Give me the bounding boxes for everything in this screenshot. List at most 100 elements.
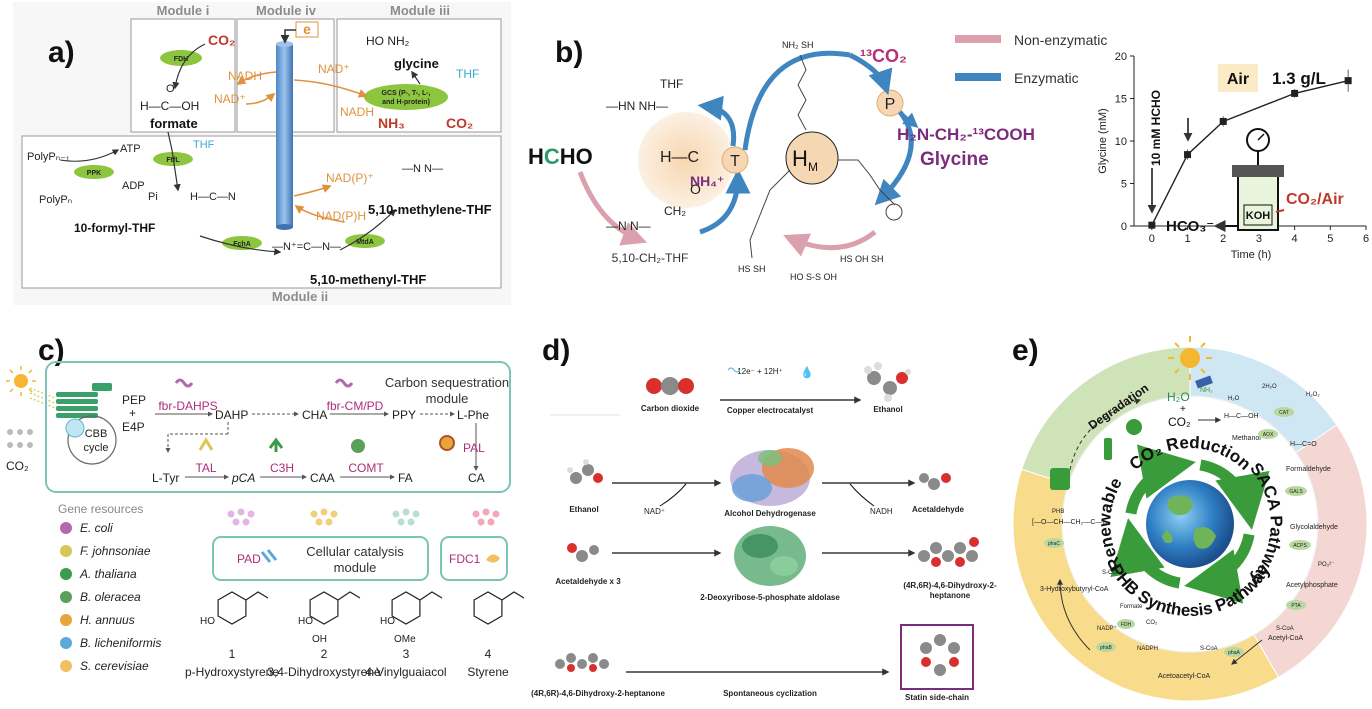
electrons-label: 12e⁻ + 12H⁺ — [737, 367, 783, 376]
fa-label: FA — [398, 471, 413, 485]
gene-icon — [60, 568, 72, 580]
gcs-label-1: GCS (P-, T-, L-, — [382, 90, 431, 97]
benzene-ring — [309, 591, 339, 625]
lphe-label: L-Phe — [457, 408, 489, 422]
heptanone-molecule-icon-2 — [555, 653, 609, 672]
chart-series — [1148, 69, 1352, 229]
co2-to-p-arrow — [848, 52, 893, 96]
h2o2-label: 2H₂O — [1262, 384, 1277, 390]
fbr-cm-label: fbr-CM/PD — [327, 399, 384, 413]
pta-label: PTA — [1291, 603, 1301, 609]
thaliana-icon — [268, 437, 284, 452]
product-label-1: (4R,6R)-4,6-Dihydroxy-2- — [903, 581, 997, 590]
air-label: Air — [1227, 71, 1249, 88]
product-dot — [492, 510, 500, 518]
co2-13-label: ¹³CO₂ — [860, 46, 907, 66]
pta-enzyme — [1286, 600, 1306, 610]
ethanol-label-2: Ethanol — [569, 505, 598, 514]
nadp-label-e: NADP⁺ — [1097, 625, 1117, 632]
legend-non-enzymatic: Non-enzymatic — [1014, 32, 1107, 48]
aox-label: AOX — [1263, 432, 1274, 438]
thf-glow — [638, 112, 734, 208]
pi-label: Pi — [148, 191, 158, 203]
formate-label-e: Formate — [1120, 604, 1143, 610]
hcho-o: HO — [560, 144, 593, 169]
panel-a-letter: a) — [48, 36, 75, 69]
dtt-ox: HO S-S OH — [790, 272, 837, 282]
cycle-arrow — [1110, 518, 1181, 589]
oh-group: OH — [312, 634, 327, 645]
cellular-catalysis-1: Cellular catalysis — [306, 544, 404, 559]
cu-label: Copper electrocatalyst — [727, 406, 814, 415]
ethanol-molecule-icon-1 — [864, 362, 911, 402]
electron-arrow — [280, 29, 296, 44]
nadp-label: NAD(P)⁺ — [326, 171, 374, 185]
methanol-structure: H—C—OH — [1224, 413, 1259, 420]
glycine-label: glycine — [394, 56, 439, 71]
x-tick-label: 4 — [1292, 233, 1298, 245]
electrode — [276, 44, 293, 227]
plus-label-e: + — [1180, 404, 1186, 415]
acetylphosphate-label: Acetylphosphate — [1286, 582, 1338, 589]
benzene-ring — [391, 591, 421, 625]
h2o-label: H₂O — [1167, 390, 1190, 404]
mtda-arrow — [339, 208, 397, 251]
product-dot — [402, 508, 410, 516]
sun-icon — [14, 374, 28, 388]
ethanol-molecule-icon-2 — [567, 459, 603, 484]
p-label: P — [885, 96, 896, 113]
co2b-label-e: CO₂ — [1146, 620, 1158, 626]
phb-cycle-arrow — [1057, 578, 1091, 651]
tal-label: TAL — [195, 461, 216, 475]
co2air-label: CO₂/Air — [1286, 191, 1344, 208]
panel-c: c) Carbon sequestration module CBB cycle… — [6, 334, 525, 679]
cbb-label-2: cycle — [83, 442, 108, 454]
statin-molecule-icon — [920, 634, 960, 676]
gene-icon — [60, 614, 72, 626]
fdc1-frame — [440, 536, 508, 581]
data-point — [1344, 77, 1352, 85]
mtda-label: MtdA — [356, 239, 374, 246]
light-rays — [29, 387, 56, 409]
earth-icon — [1146, 480, 1234, 568]
h2o2b-label: H₂O₂ — [1306, 392, 1320, 398]
glycolaldehyde-label: Glycolaldehyde — [1290, 524, 1338, 531]
co2-to-formate — [172, 43, 206, 90]
ecoli-icon-2 — [334, 378, 354, 388]
acetoacetylcoa-label: Acetoacetyl-CoA — [1158, 673, 1210, 680]
acetaldehyde-molecule-icon — [919, 473, 951, 490]
pca-label: pCA — [231, 471, 255, 485]
nad-cycle-iii — [293, 79, 368, 98]
c3h-label: C3H — [270, 461, 294, 475]
cellular-catalysis-frame — [212, 536, 429, 581]
gene-icon — [60, 522, 72, 534]
data-point — [1291, 89, 1299, 97]
dtt-red: HS OH SH — [840, 254, 884, 264]
product-number: 3 — [403, 647, 410, 661]
product-dot — [472, 510, 480, 518]
nadph-cycle — [293, 184, 332, 197]
vinyl-group — [419, 591, 443, 601]
product-dot — [392, 510, 400, 518]
gene-icon — [60, 545, 72, 557]
y-tick-label: 10 — [1115, 136, 1127, 148]
panel-d-letter: d) — [542, 334, 570, 367]
chart-ylabel: Glycine (mM) — [1097, 108, 1109, 173]
ppk-enzyme — [74, 165, 114, 179]
ho-group: HO — [200, 616, 215, 627]
ca-label: CA — [468, 471, 485, 485]
bag-icon — [1050, 468, 1070, 490]
pep-label: PEP — [122, 393, 146, 407]
ch2thf-ring: —N N— — [606, 219, 651, 233]
co2-label-c: CO₂ — [6, 459, 29, 473]
sun-rays-e — [1168, 336, 1212, 380]
ecoli-icon-1 — [174, 378, 194, 388]
formate-structure: H—C—OH — [140, 99, 199, 113]
module-iii-box — [336, 18, 502, 133]
dera-label: 2-Deoxyribose-5-phosphate aldolase — [700, 593, 840, 602]
heptanone-molecule-icon — [918, 537, 979, 567]
gals-label: GALS — [1289, 489, 1303, 495]
inner-ring-border — [1061, 395, 1319, 653]
chart-xlabel: Time (h) — [1231, 249, 1272, 261]
methylenethf-structure: —N N— — [402, 163, 443, 175]
